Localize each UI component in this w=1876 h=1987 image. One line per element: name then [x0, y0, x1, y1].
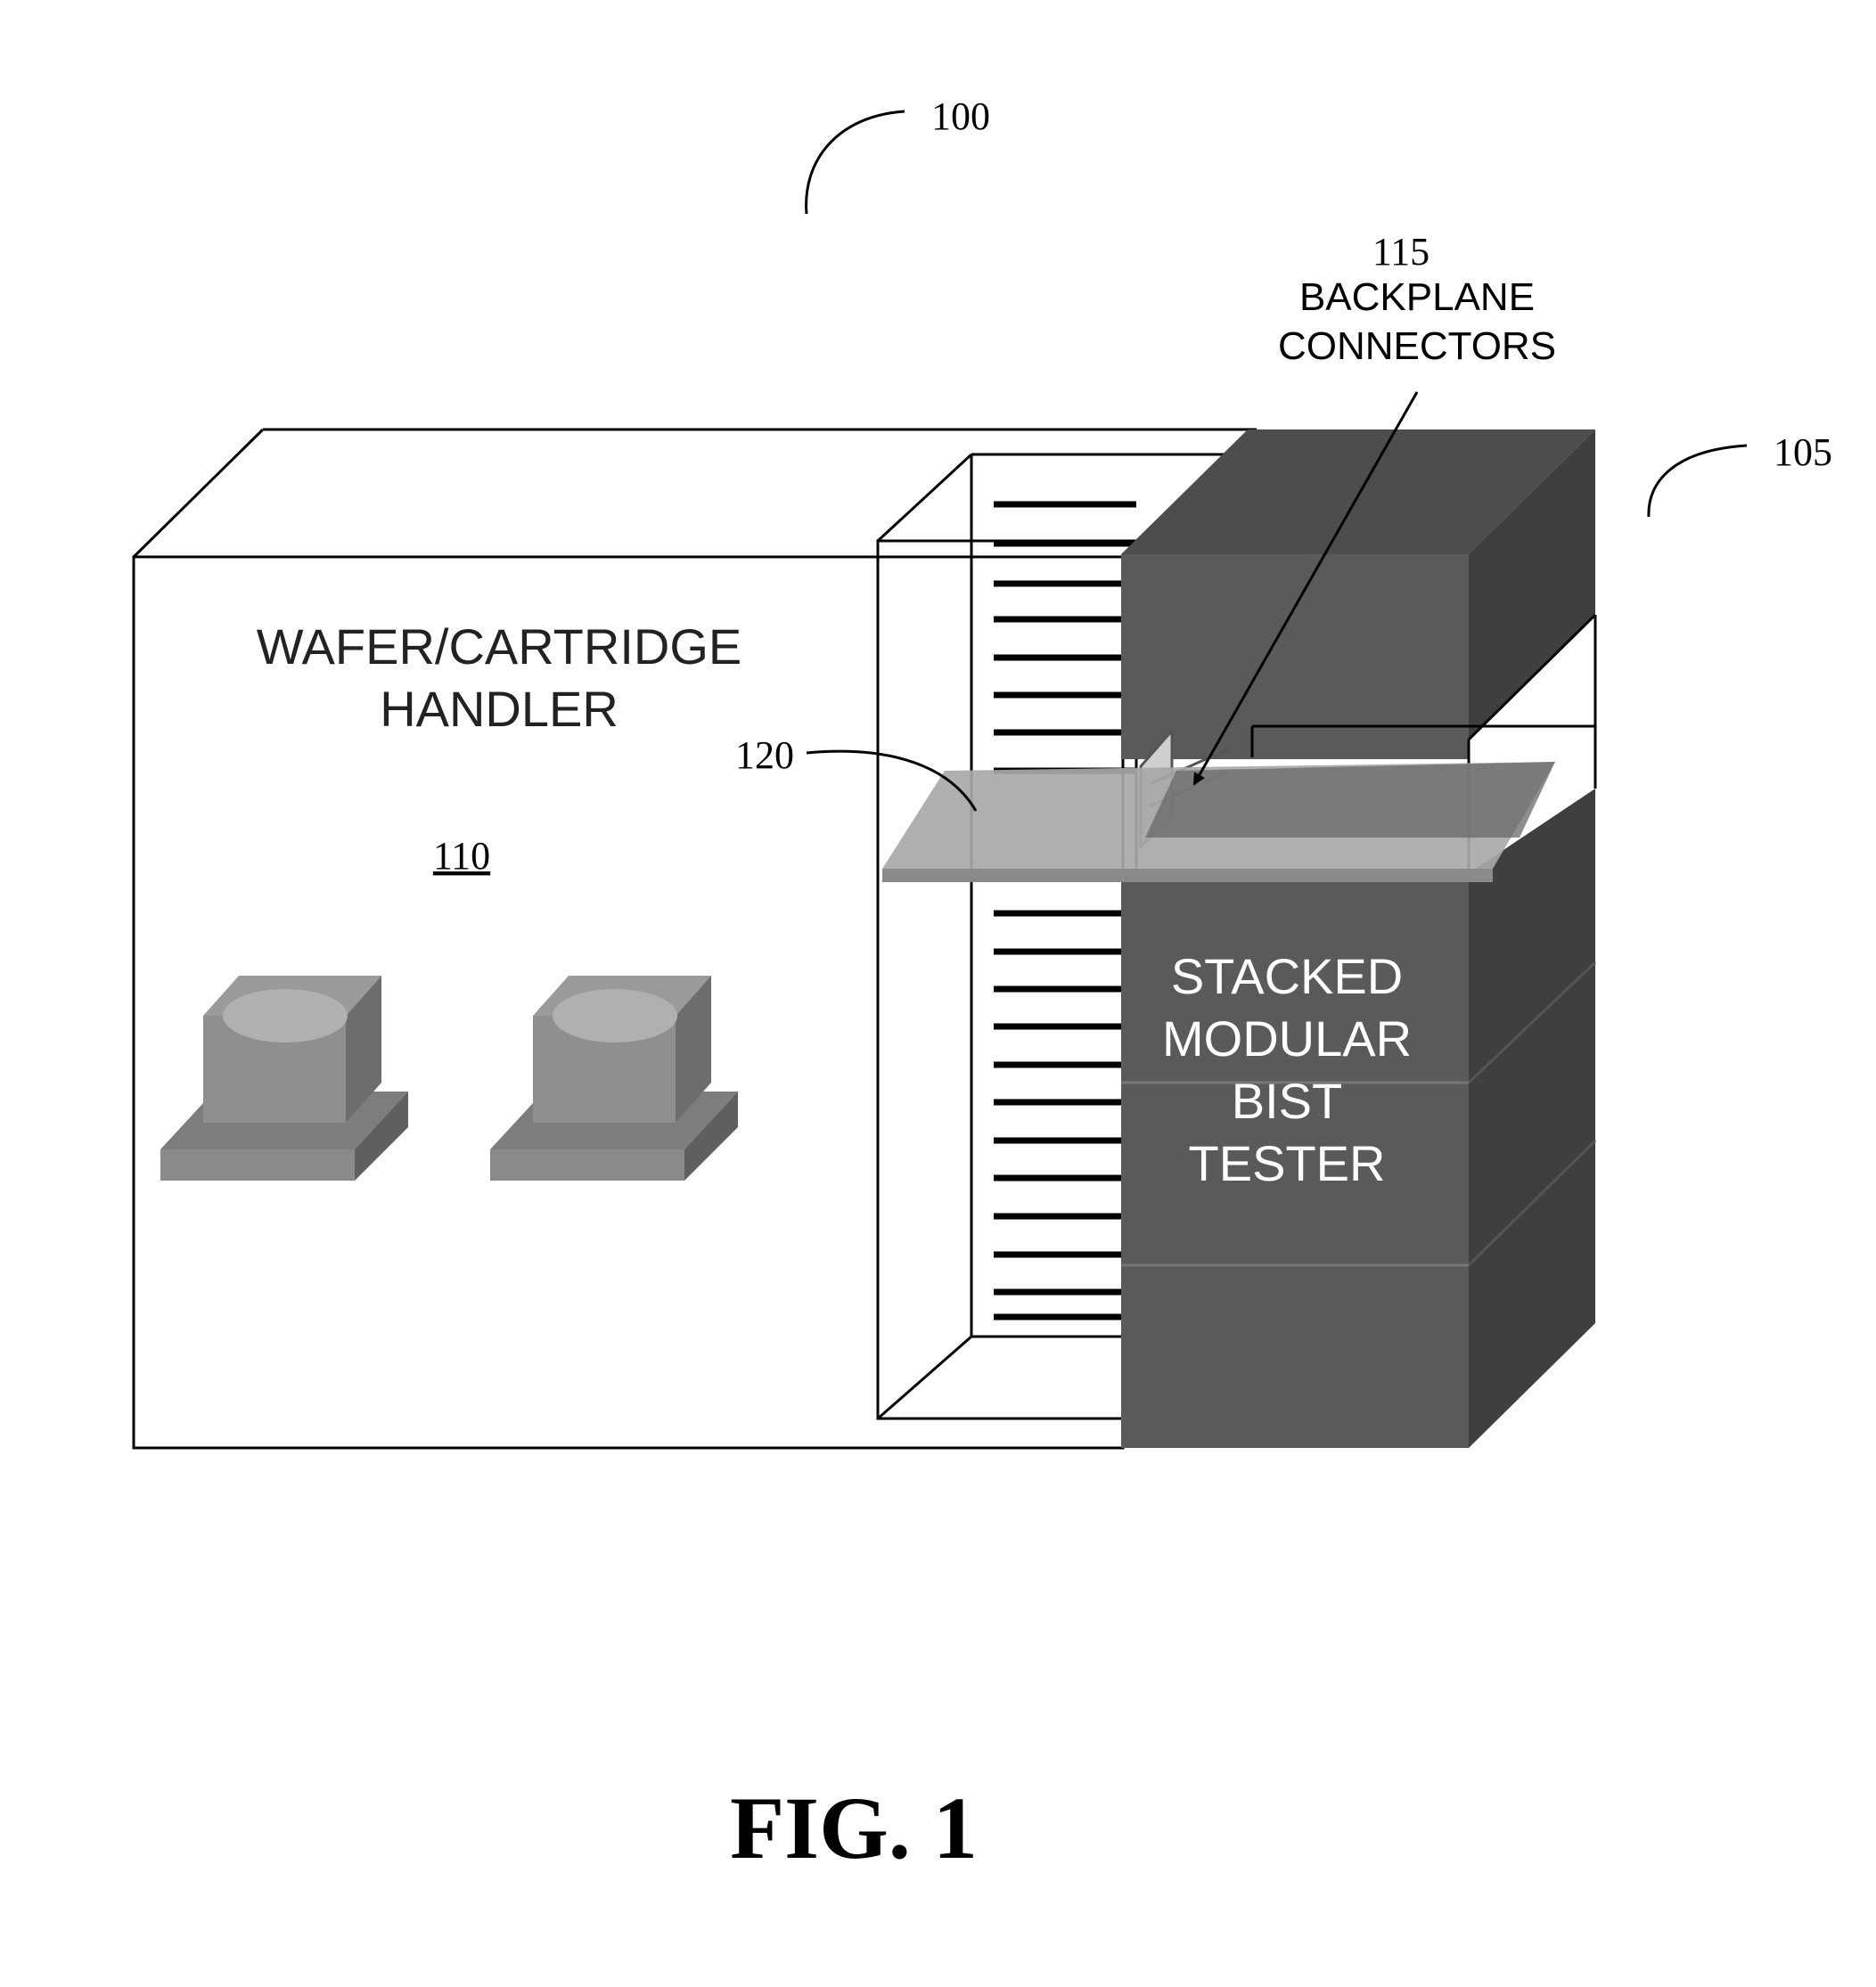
slot-lines [994, 504, 1136, 1317]
tester-label-line1: STACKED [1171, 948, 1403, 1004]
pedestal-left [160, 976, 408, 1181]
cartridge-edge [882, 869, 1493, 882]
tester-label-line4: TESTER [1189, 1135, 1386, 1191]
cartridge-inserted-overlay [1145, 762, 1555, 838]
ref-100: 100 [931, 94, 990, 138]
ref-115: 115 [1372, 230, 1430, 274]
tester-lower-side [1469, 789, 1595, 1448]
leader-100 [807, 111, 905, 214]
tester-label-line3: BIST [1232, 1073, 1342, 1129]
tester-label-line2: MODULAR [1162, 1010, 1412, 1067]
handler-label-line2: HANDLER [380, 681, 619, 737]
leader-105 [1649, 446, 1747, 517]
cartridge-120 [882, 762, 1555, 882]
pedestal-right [490, 976, 738, 1181]
ref-105: 105 [1774, 430, 1832, 474]
stacked-tester [1121, 429, 1595, 1448]
figure-label: FIG. 1 [730, 1778, 978, 1877]
connectors-label-line2: CONNECTORS [1278, 324, 1556, 368]
handler-label-line1: WAFER/CARTRIDGE [257, 618, 741, 675]
ref-110: 110 [433, 834, 490, 878]
connectors-label-line1: BACKPLANE [1299, 275, 1535, 319]
ref-120: 120 [735, 733, 794, 777]
tester-module-3 [1121, 1265, 1469, 1448]
